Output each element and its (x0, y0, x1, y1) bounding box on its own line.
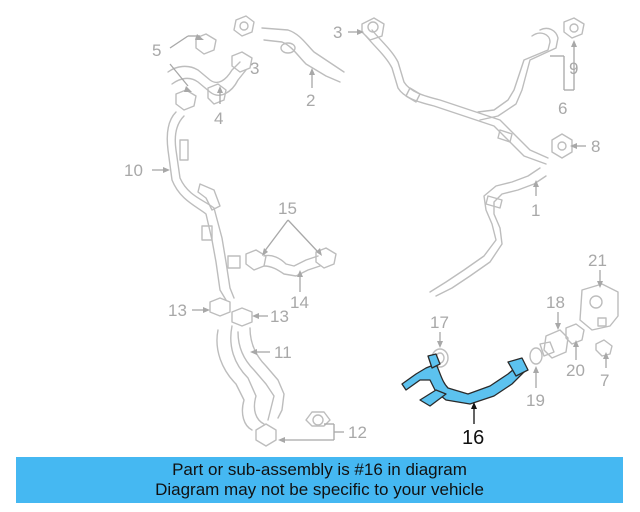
callout-13-left: 13 (168, 301, 187, 320)
part-13-clamp-left (209, 297, 231, 317)
callout-4: 4 (214, 109, 223, 128)
callout-21: 21 (588, 251, 607, 270)
part-16-highlighted-pipe[interactable] (401, 353, 529, 407)
part-10-heater-pipe (166, 111, 235, 301)
callout-5: 5 (152, 41, 161, 60)
callout-12: 12 (348, 423, 367, 442)
info-banner: Part or sub-assembly is #16 in diagram D… (16, 457, 623, 503)
callout-13-right: 13 (270, 307, 289, 326)
callout-1: 1 (531, 201, 540, 220)
callout-leaders (152, 29, 609, 443)
part-3-clamp-left (233, 15, 255, 37)
callout-15: 15 (278, 199, 297, 218)
part-12-cap (255, 411, 331, 447)
callout-16: 16 (462, 427, 484, 449)
callout-11: 11 (274, 343, 292, 362)
part-19-oring (529, 347, 543, 365)
part-11-hose (216, 325, 285, 431)
part-2-hose (261, 27, 345, 83)
callout-3-right: 3 (333, 23, 342, 42)
part-1-coolant-pipe (365, 29, 549, 297)
part-3-clamp-right (361, 17, 385, 41)
callout-20: 20 (566, 361, 585, 380)
part-13-clamp-right (231, 307, 253, 327)
callout-6: 6 (558, 99, 567, 118)
callout-3-left: 3 (250, 59, 259, 78)
part-14-hose (227, 247, 337, 277)
callout-10: 10 (124, 161, 143, 180)
callout-19: 19 (526, 391, 545, 410)
callout-14: 14 (290, 293, 309, 312)
banner-line-1: Part or sub-assembly is #16 in diagram (172, 460, 467, 479)
callout-numbers: 1 2 3 3 4 5 6 7 8 9 10 11 12 13 13 14 15… (124, 23, 609, 449)
part-7-clamp (595, 339, 613, 357)
callout-18: 18 (546, 293, 565, 312)
callout-17: 17 (430, 313, 449, 332)
part-20-clamp (565, 323, 585, 345)
part-18-fitting (539, 329, 569, 359)
callout-7: 7 (600, 371, 609, 390)
callout-9: 9 (569, 59, 578, 78)
callout-8: 8 (591, 137, 600, 156)
banner-line-2: Diagram may not be specific to your vehi… (155, 480, 484, 499)
part-6-pipe (477, 17, 585, 121)
part-4-hose (167, 33, 253, 111)
part-8-clamp (551, 133, 573, 159)
part-21-housing (579, 283, 619, 331)
callout-2: 2 (306, 91, 315, 110)
